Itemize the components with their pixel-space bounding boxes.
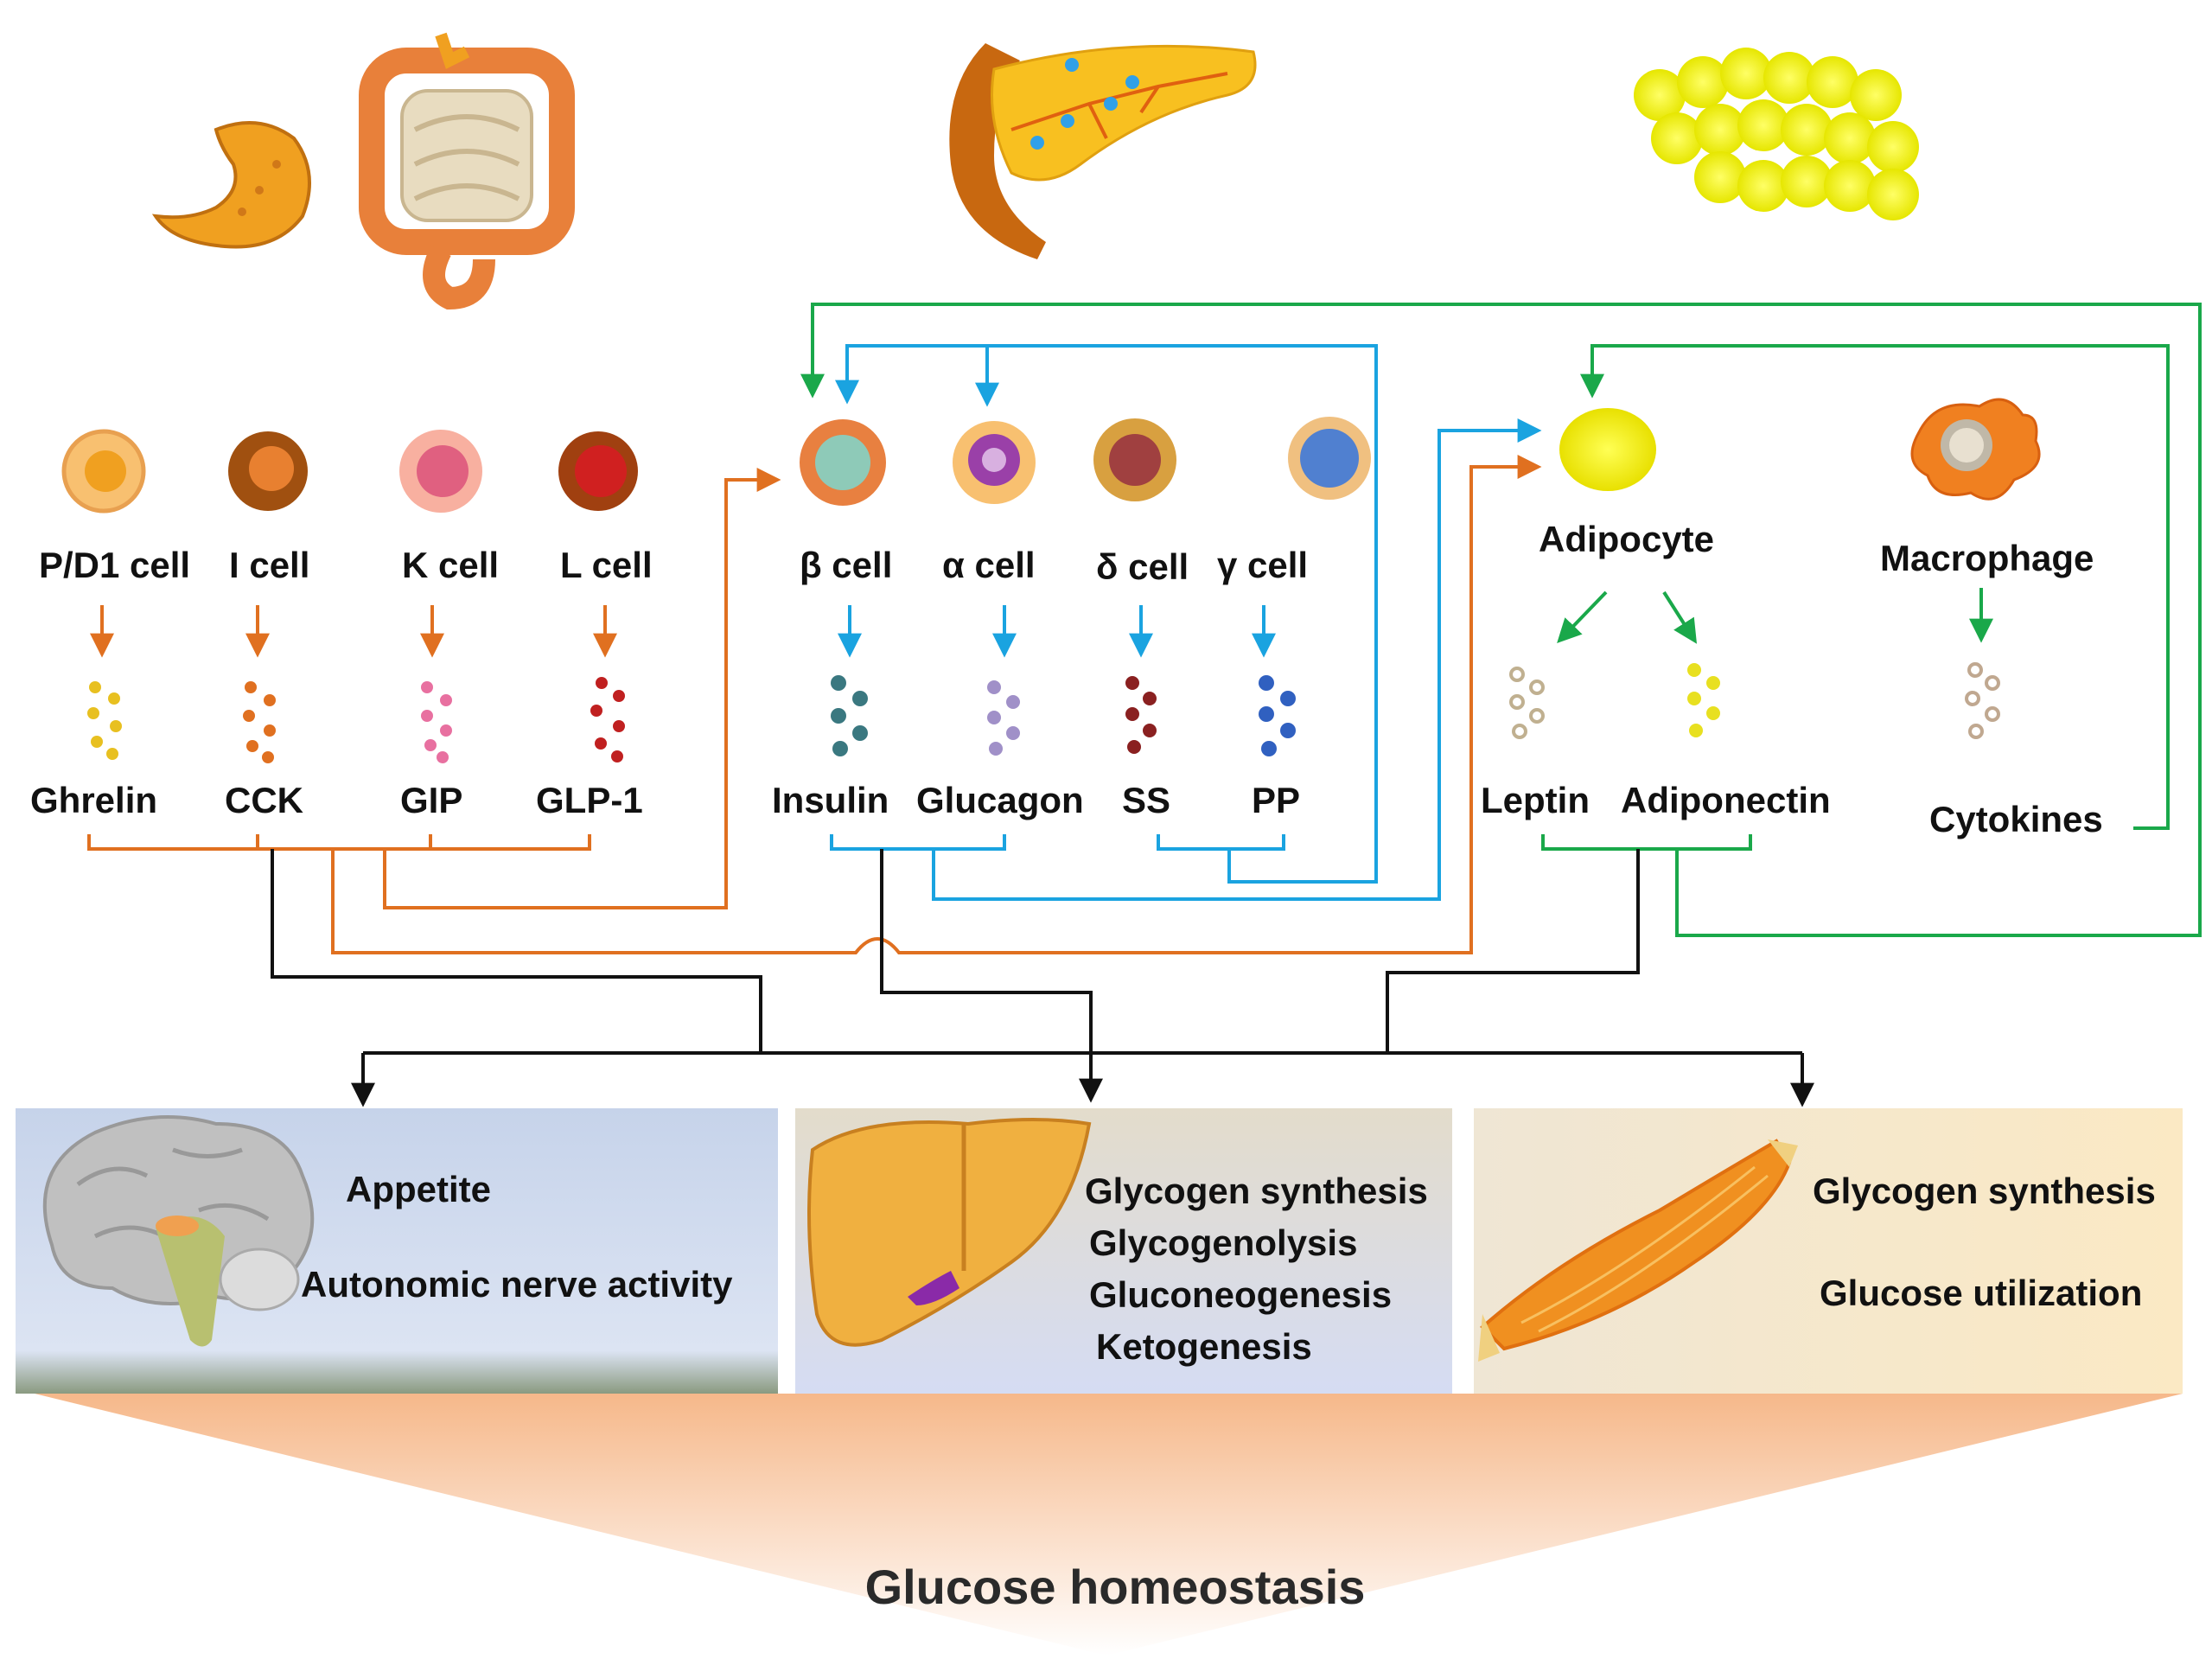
beta-cell-icon <box>800 419 886 506</box>
brain-effect-appetite: Appetite <box>346 1169 491 1209</box>
adipocyte-icon <box>1559 408 1656 491</box>
adipose-tissue-icon <box>1634 48 1919 220</box>
hormone-label-cytokines: Cytokines <box>1929 799 2103 839</box>
macrophage-icon <box>1910 398 2041 501</box>
cell-label-i: I cell <box>229 545 309 585</box>
cell-label-gamma: γ cell <box>1217 545 1308 585</box>
pancreas-icon <box>949 43 1257 259</box>
islet-hormone-connectors <box>830 344 1542 901</box>
brain-effect-autonomic: Autonomic nerve activity <box>301 1264 733 1305</box>
liver-effect-gluconeogenesis: Gluconeogenesis <box>1089 1274 1392 1315</box>
intestine-icon <box>359 32 575 310</box>
liver-icon <box>807 1118 1092 1347</box>
stomach-icon <box>151 121 311 249</box>
hormone-label-gip: GIP <box>400 780 462 820</box>
gamma-cell-icon <box>1288 417 1371 500</box>
adipocyte-label: Adipocyte <box>1539 519 1714 559</box>
cell-label-alpha: α cell <box>942 545 1036 585</box>
hormone-label-glp1: GLP-1 <box>536 780 643 820</box>
hormone-label-ghrelin: Ghrelin <box>30 780 157 820</box>
cell-label-k: K cell <box>402 545 499 585</box>
output-connectors <box>271 849 1814 1107</box>
adipokine-connectors <box>800 303 2202 937</box>
secretion-arrows <box>90 588 1993 658</box>
liver-effect-glycogenolysis: Glycogenolysis <box>1089 1222 1357 1263</box>
muscle-effect-glucose-utilization: Glucose utilization <box>1820 1273 2142 1313</box>
homeostasis-funnel <box>35 1394 2183 1656</box>
hormone-label-glucagon: Glucagon <box>916 780 1084 820</box>
pd1-cell-icon <box>61 429 146 514</box>
muscle-effect-glycogen-synthesis: Glycogen synthesis <box>1813 1171 2156 1211</box>
hormone-label-adiponectin: Adiponectin <box>1621 780 1831 820</box>
hormone-label-ss: SS <box>1122 780 1170 820</box>
liver-effect-ketogenesis: Ketogenesis <box>1096 1326 1312 1367</box>
delta-cell-icon <box>1093 418 1176 501</box>
cell-label-l: L cell <box>560 545 653 585</box>
glucose-homeostasis-title: Glucose homeostasis <box>865 1560 1366 1614</box>
hormone-granules <box>87 662 2000 763</box>
gut-hormone-connectors <box>87 455 1542 954</box>
muscle-icon <box>1478 1139 1798 1362</box>
hormone-label-pp: PP <box>1252 780 1300 820</box>
cell-label-beta: β cell <box>800 545 892 585</box>
i-cell-icon <box>228 431 308 511</box>
cell-label-pd1: P/D1 cell <box>39 545 190 585</box>
liver-effect-glycogen-synthesis: Glycogen synthesis <box>1085 1171 1428 1211</box>
muscle-target-box <box>1474 1108 2183 1394</box>
macrophage-label: Macrophage <box>1880 538 2094 578</box>
k-cell-icon <box>399 430 482 513</box>
cell-label-delta: δ cell <box>1096 546 1189 587</box>
hormone-label-insulin: Insulin <box>772 780 889 820</box>
hormone-label-cck: CCK <box>225 780 303 820</box>
l-cell-icon <box>558 431 638 511</box>
hormone-label-leptin: Leptin <box>1481 780 1590 820</box>
brain-icon <box>42 1115 315 1347</box>
alpha-cell-icon <box>953 421 1036 504</box>
